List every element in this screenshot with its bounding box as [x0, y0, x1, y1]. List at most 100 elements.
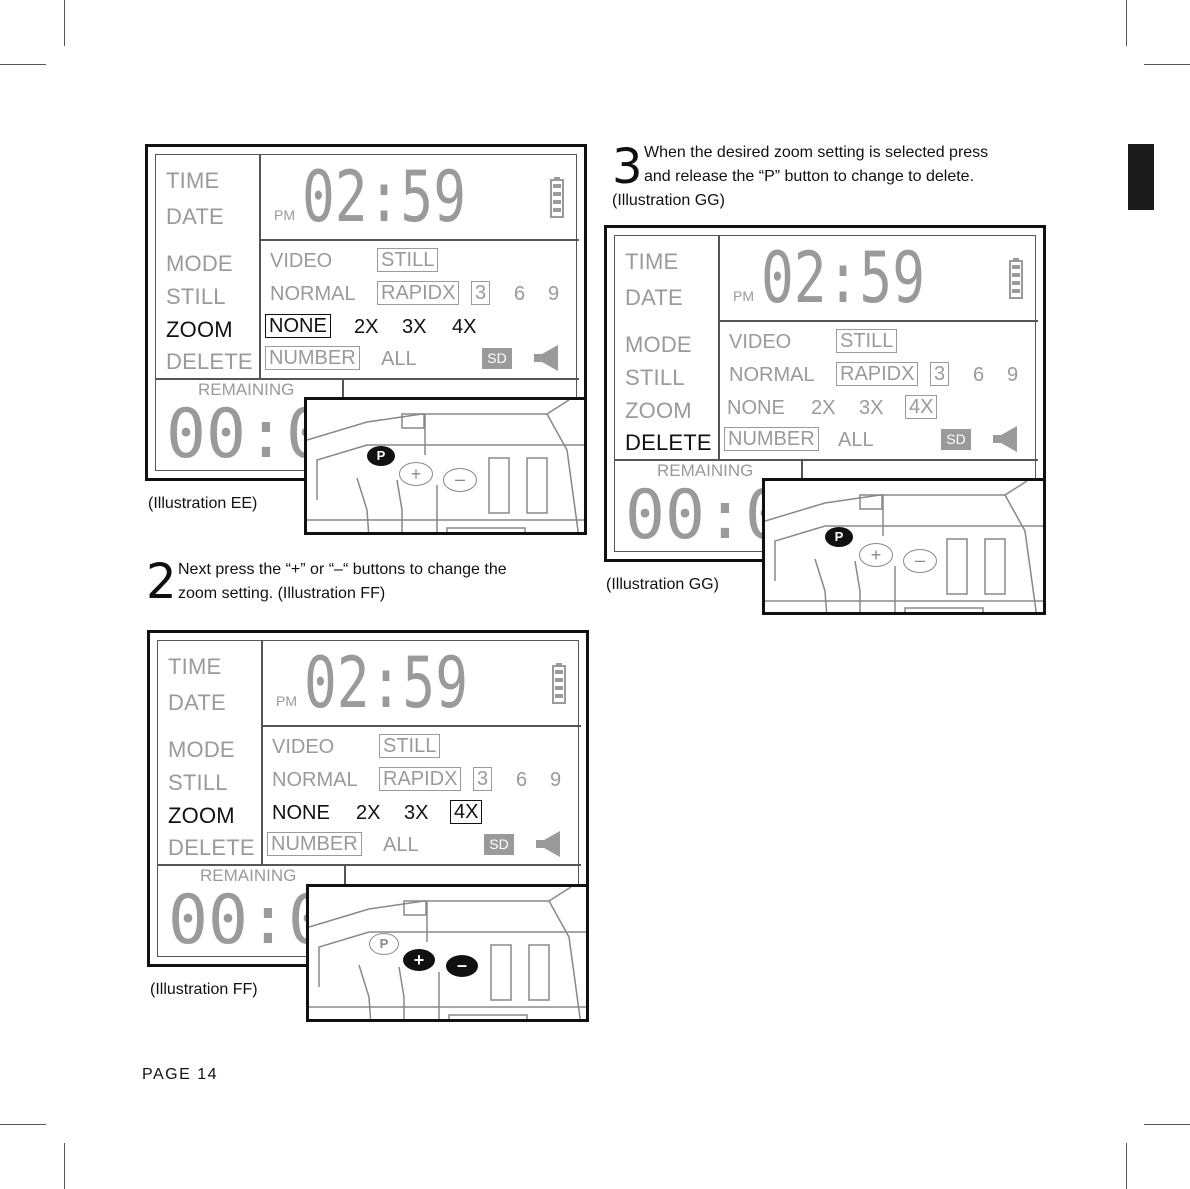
clock-digits: 02:59	[302, 163, 466, 229]
speaker-icon	[993, 426, 1017, 452]
opt-number-boxed: NUMBER	[267, 832, 362, 856]
opt-number-boxed: NUMBER	[724, 427, 819, 451]
menu-zoom: ZOOM	[168, 803, 235, 828]
clock-display: 02:59	[761, 244, 925, 310]
opt-9: 9	[1007, 364, 1019, 386]
opt-still-boxed: STILL	[836, 329, 898, 353]
opt-6: 6	[514, 283, 526, 305]
menu-delete: DELETE	[168, 835, 255, 860]
opt-none: NONE	[272, 802, 330, 824]
minus-button[interactable]: –	[443, 468, 477, 492]
sd-card-badge: SD	[484, 834, 514, 855]
counter-display: 00:00	[166, 399, 316, 465]
opt-still-boxed: STILL	[377, 248, 439, 272]
menu-still: STILL	[625, 365, 685, 390]
crop-mark	[1144, 1124, 1190, 1125]
pm-indicator: PM	[276, 693, 297, 709]
remaining-label: REMAINING	[657, 461, 754, 480]
camera-buttons-inset-gg: P + –	[762, 478, 1046, 615]
caption-ee: (Illustration EE)	[148, 495, 258, 512]
remaining-label: REMAINING	[198, 380, 295, 399]
camera-buttons-inset-ee: P + –	[304, 397, 587, 535]
menu-still: STILL	[166, 284, 226, 309]
speaker-icon	[536, 831, 560, 857]
plus-button[interactable]: +	[859, 543, 893, 567]
opt-none-boxed: NONE	[265, 314, 331, 338]
counter-display: 00:00	[625, 480, 775, 546]
opt-6: 6	[973, 364, 985, 386]
page-number: PAGE 14	[142, 1066, 219, 1083]
battery-icon	[1009, 258, 1023, 299]
opt-3-boxed: 3	[473, 767, 493, 791]
step-2-number: 2	[146, 554, 177, 610]
menu-mode: MODE	[625, 332, 692, 357]
minus-button[interactable]: –	[446, 955, 478, 977]
opt-number-boxed: NUMBER	[265, 346, 360, 370]
opt-all: ALL	[383, 834, 419, 856]
opt-2x: 2X	[356, 802, 381, 824]
menu-mode: MODE	[166, 251, 233, 276]
clock-digits: 02:59	[304, 649, 468, 715]
counter-display: 00:00	[168, 885, 318, 951]
opt-video: VIDEO	[272, 736, 335, 758]
menu-time: TIME	[166, 168, 220, 193]
step-3-line2: and release the “P” button to change to …	[644, 168, 975, 185]
opt-4x: 4X	[452, 316, 477, 338]
pm-indicator: PM	[274, 207, 295, 223]
opt-4x-boxed: 4X	[450, 800, 483, 824]
opt-3x: 3X	[859, 397, 884, 419]
crop-mark	[64, 1143, 65, 1189]
step-3-line3: (Illustration GG)	[612, 192, 725, 209]
crop-mark	[1126, 0, 1127, 46]
speaker-icon	[534, 345, 558, 371]
crop-mark	[1144, 64, 1190, 65]
remaining-label: REMAINING	[200, 866, 297, 885]
p-button[interactable]: P	[825, 527, 853, 547]
opt-all: ALL	[381, 348, 417, 370]
opt-3x: 3X	[404, 802, 429, 824]
sd-card-badge: SD	[941, 429, 971, 450]
opt-6: 6	[516, 769, 528, 791]
menu-date: DATE	[168, 690, 226, 715]
menu-delete: DELETE	[166, 349, 253, 374]
crop-mark	[0, 64, 46, 65]
opt-3-boxed: 3	[930, 362, 950, 386]
crop-mark	[0, 1124, 46, 1125]
battery-icon	[552, 663, 566, 704]
section-tab	[1128, 144, 1154, 210]
step-2-line1: Next press the “+” or “–“ buttons to cha…	[178, 561, 507, 578]
opt-normal: NORMAL	[272, 769, 358, 791]
opt-normal: NORMAL	[729, 364, 815, 386]
opt-video: VIDEO	[729, 331, 792, 353]
clock-digits: 02:59	[761, 244, 925, 310]
p-button[interactable]: P	[369, 933, 399, 955]
sd-card-badge: SD	[482, 348, 512, 369]
camera-buttons-inset-ff: P + –	[306, 884, 589, 1022]
step-3-line1: When the desired zoom setting is selecte…	[644, 144, 989, 161]
clock-display: 02:59	[304, 649, 468, 715]
menu-delete: DELETE	[625, 430, 712, 455]
menu-time: TIME	[168, 654, 222, 679]
counter-digits: 00:00	[625, 480, 775, 546]
battery-icon	[550, 177, 564, 218]
opt-9: 9	[550, 769, 562, 791]
camera-body-drawing	[765, 481, 1043, 612]
camera-body-drawing	[309, 887, 586, 1019]
minus-button[interactable]: –	[903, 549, 937, 573]
opt-normal: NORMAL	[270, 283, 356, 305]
opt-4x-boxed: 4X	[905, 395, 938, 419]
crop-mark	[64, 0, 65, 46]
opt-rapid-boxed: RAPIDX	[379, 767, 462, 791]
menu-date: DATE	[625, 285, 683, 310]
opt-still-boxed: STILL	[379, 734, 441, 758]
caption-gg: (Illustration GG)	[606, 576, 719, 593]
opt-all: ALL	[838, 429, 874, 451]
p-button[interactable]: P	[367, 446, 395, 466]
counter-digits: 00:00	[168, 885, 318, 951]
menu-zoom: ZOOM	[166, 317, 233, 342]
camera-body-drawing	[307, 400, 584, 532]
plus-button[interactable]: +	[403, 949, 435, 971]
plus-button[interactable]: +	[399, 462, 433, 486]
clock-display: 02:59	[302, 163, 466, 229]
menu-still: STILL	[168, 770, 228, 795]
